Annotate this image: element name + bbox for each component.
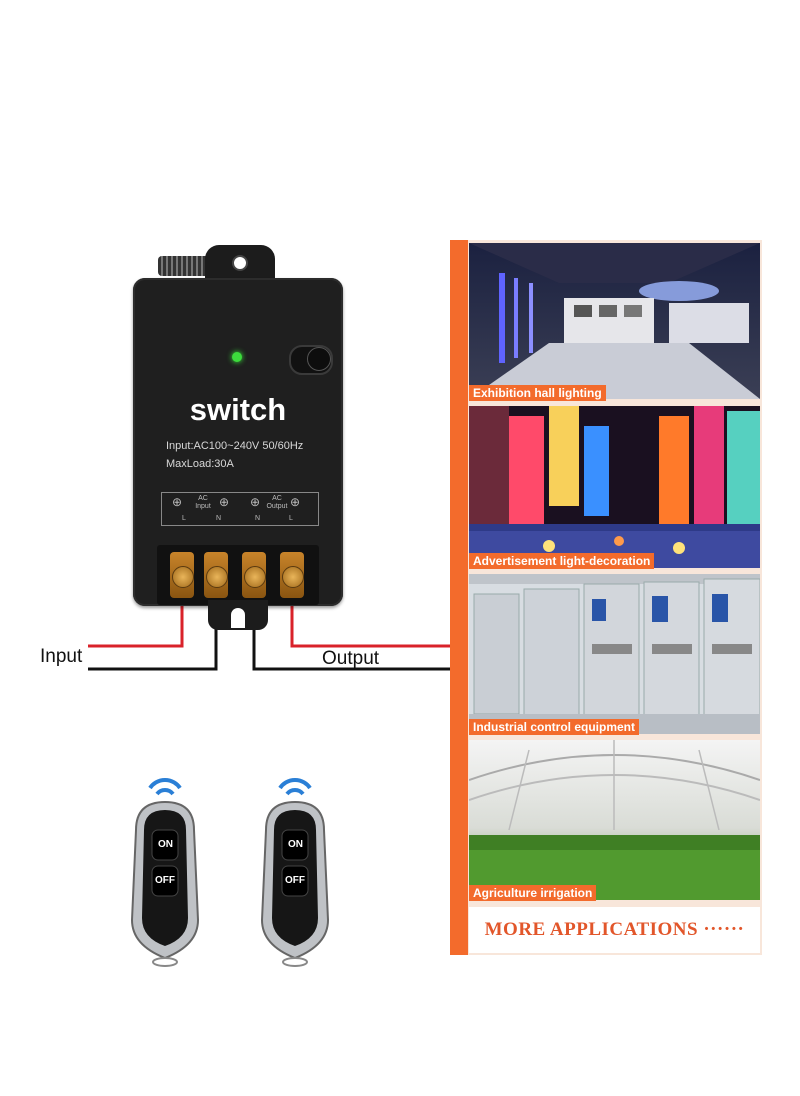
mount-hole [232,255,248,271]
remote-body-icon [130,778,200,967]
app-caption: Agriculture irrigation [469,885,597,901]
terminal-label-panel: ⊕ ⊕ ⊕ ⊕ AC Input AC Output L N N L [161,492,319,526]
advertisement-image [469,406,760,568]
terminal-screw[interactable] [204,552,228,598]
industrial-control-image [469,574,760,734]
terminal-screw-icon: ⊕ [172,495,183,509]
terminal-screw-icon: ⊕ [219,495,230,509]
ac-output-label: AC Output [266,495,288,510]
antenna-coil [158,256,210,276]
status-led-icon [232,352,242,362]
terminal-screw-icon: ⊕ [250,495,261,509]
learn-button-knob [307,347,331,371]
ac-input-label: AC Input [195,495,211,510]
terminal-screw[interactable] [242,552,266,598]
more-applications-banner: MORE APPLICATIONS ······ [469,907,760,953]
app-caption: Exhibition hall lighting [469,385,606,401]
mount-foot-slot [231,608,245,628]
remote-control[interactable]: ON OFF [254,770,336,970]
off-button[interactable]: OFF [155,875,175,886]
agriculture-image [469,740,760,900]
off-button[interactable]: OFF [285,875,305,886]
terminal-screw-icon: ⊕ [290,495,301,509]
app-caption: Industrial control equipment [469,719,640,735]
on-button[interactable]: ON [158,839,173,850]
output-label: Output [322,648,380,669]
device-title: switch [189,392,287,427]
spec-maxload: MaxLoad:30A [166,458,234,470]
terminal-screw[interactable] [170,552,194,598]
remote-control[interactable]: ON OFF [124,770,206,970]
on-button[interactable]: ON [288,839,303,850]
terminal-n1: N [216,515,222,522]
exhibition-hall-image [469,243,760,399]
accent-bar [450,240,468,955]
terminal-screw[interactable] [280,552,304,598]
terminal-n2: N [255,515,261,522]
input-label: Input [40,646,83,667]
terminal-l2: L [289,515,293,522]
spec-input: Input:AC100~240V 50/60Hz [166,440,304,452]
remote-body-icon [260,778,330,967]
terminal-l1: L [182,515,186,522]
app-caption: Advertisement light-decoration [469,553,655,569]
